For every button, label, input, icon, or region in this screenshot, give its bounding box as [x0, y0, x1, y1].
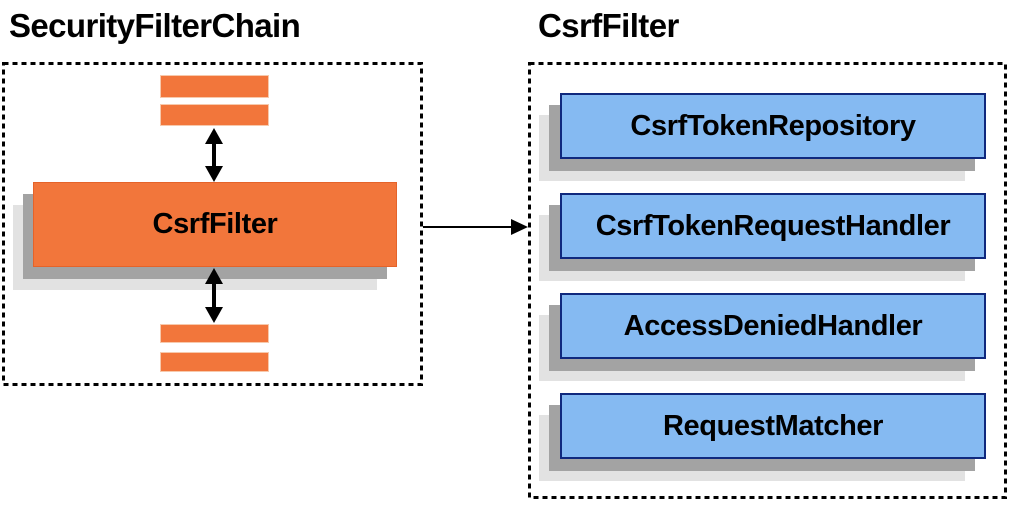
- filter-bar-bottom-2: [160, 352, 269, 372]
- component-label: CsrfTokenRequestHandler: [595, 209, 951, 242]
- component-label: AccessDeniedHandler: [623, 309, 923, 342]
- filter-bar-bottom-1: [160, 324, 269, 343]
- csrf-filter-node: CsrfFilter: [33, 182, 397, 267]
- csrf-filter-node-label: CsrfFilter: [152, 208, 278, 240]
- component-box-access-denied-handler: AccessDeniedHandler: [560, 293, 986, 359]
- left-panel-title: SecurityFilterChain: [9, 7, 301, 44]
- right-panel-title: CsrfFilter: [538, 7, 679, 44]
- component-box-request-matcher: RequestMatcher: [560, 393, 986, 459]
- component-box-csrf-token-request-handler: CsrfTokenRequestHandler: [560, 193, 986, 259]
- component-label: CsrfTokenRepository: [630, 109, 916, 142]
- filter-bar-top-1: [160, 75, 269, 98]
- component-label: RequestMatcher: [662, 409, 883, 442]
- filter-bar-top-2: [160, 104, 269, 126]
- bidirectional-arrow-top-icon: [205, 128, 223, 182]
- component-box-csrf-token-repository: CsrfTokenRepository: [560, 93, 986, 159]
- right-arrow-icon: [423, 219, 528, 235]
